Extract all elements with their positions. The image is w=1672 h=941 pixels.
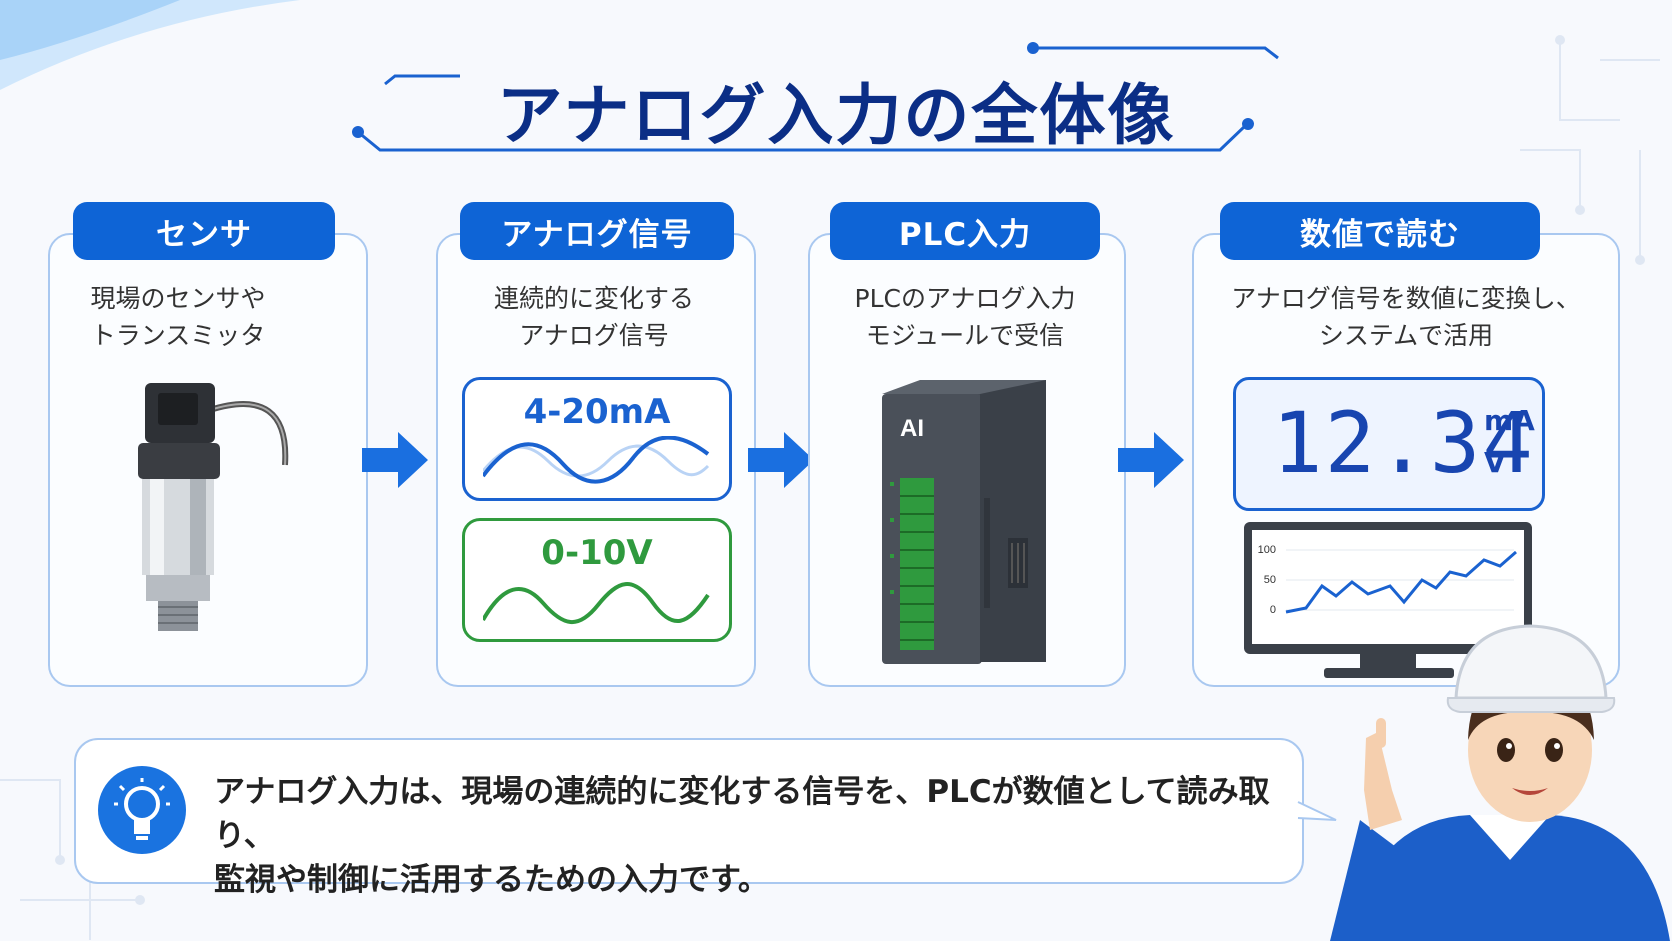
flow-arrow-icon bbox=[362, 432, 428, 488]
step-label-plc-input: PLC入力 bbox=[830, 202, 1100, 260]
step-label-sensor: センサ bbox=[73, 202, 335, 260]
pressure-sensor-illustration bbox=[138, 383, 289, 631]
summary-note: アナログ入力は、現場の連続的に変化する信号を、PLCが数値として読み取り、 監視… bbox=[74, 738, 1304, 898]
step-label-read-as-number: 数値で読む bbox=[1220, 202, 1540, 260]
display-value: 12.34 bbox=[1272, 394, 1535, 492]
desc-line: トランスミッタ bbox=[90, 321, 266, 350]
desc-line: アナログ信号を数値に変換し、 bbox=[1231, 284, 1581, 313]
lightbulb-icon bbox=[98, 766, 186, 854]
voltage-signal-label: 0-10V bbox=[541, 533, 653, 573]
digital-display: 12.34 mA V bbox=[1233, 377, 1545, 511]
summary-line: アナログ入力は、現場の連続的に変化する信号を、PLCが数値として読み取り、 bbox=[214, 774, 1270, 854]
summary-line: 監視や制御に活用するための入力です。 bbox=[214, 862, 769, 898]
digital-description: アナログ信号を数値に変換し、 システムで活用 bbox=[1196, 280, 1616, 354]
plc-analog-module-illustration: AI bbox=[882, 380, 1046, 664]
sensor-description: 現場のセンサや トランスミッタ bbox=[58, 280, 298, 354]
voltage-signal-box: 0-10V bbox=[462, 518, 732, 642]
plc-description: PLCのアナログ入力 モジュールで受信 bbox=[820, 280, 1110, 354]
monitor-tick-label: 0 bbox=[1270, 604, 1276, 616]
module-label-text: AI bbox=[900, 415, 924, 442]
current-wave-icon bbox=[483, 436, 710, 484]
current-signal-label: 4-20mA bbox=[523, 392, 671, 432]
monitor-tick-label: 50 bbox=[1264, 574, 1276, 586]
speech-tail bbox=[1297, 801, 1337, 821]
desc-line: モジュールで受信 bbox=[865, 321, 1065, 350]
trend-monitor-illustration: 100 50 0 bbox=[1244, 522, 1532, 678]
display-unit-ma: mA bbox=[1484, 404, 1535, 437]
desc-line: 連続的に変化する bbox=[493, 284, 694, 313]
voltage-wave-icon bbox=[483, 582, 710, 625]
desc-line: システムで活用 bbox=[1318, 321, 1494, 350]
engineer-character-illustration bbox=[1330, 624, 1670, 941]
signal-description: 連続的に変化する アナログ信号 bbox=[454, 280, 734, 354]
step-label-analog-signal: アナログ信号 bbox=[460, 202, 734, 260]
page-title: アナログ入力の全体像 bbox=[496, 77, 1176, 154]
current-signal-box: 4-20mA bbox=[462, 377, 732, 501]
flow-arrow-icon bbox=[748, 432, 814, 488]
title-frame bbox=[352, 42, 1279, 152]
desc-line: アナログ信号 bbox=[519, 321, 669, 350]
display-unit-v: V bbox=[1484, 446, 1506, 479]
summary-text: アナログ入力は、現場の連続的に変化する信号を、PLCが数値として読み取り、 監視… bbox=[214, 770, 1302, 902]
desc-line: PLCのアナログ入力 bbox=[854, 284, 1076, 313]
monitor-tick-label: 100 bbox=[1258, 544, 1276, 556]
desc-line: 現場のセンサや bbox=[90, 284, 266, 313]
flow-arrow-icon bbox=[1118, 432, 1184, 488]
